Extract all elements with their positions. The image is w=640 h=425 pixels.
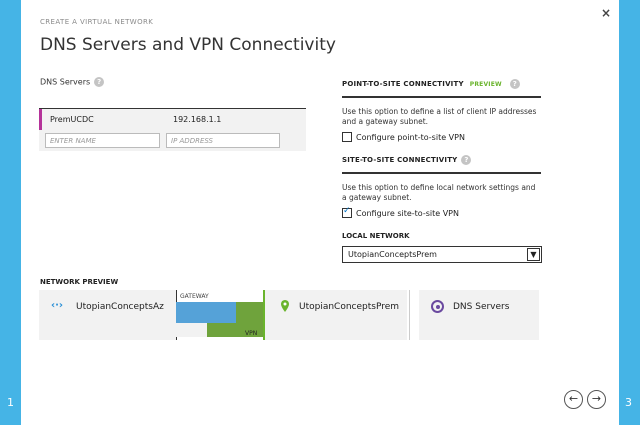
dns-servers-label: DNS Servers? bbox=[40, 77, 105, 87]
vpn-bar-lower bbox=[207, 323, 236, 337]
dns-icon bbox=[431, 300, 444, 313]
gateway-label: GATEWAY bbox=[180, 293, 209, 300]
local-network-label: LOCAL NETWORK bbox=[342, 232, 410, 240]
help-icon[interactable]: ? bbox=[461, 155, 472, 165]
next-button[interactable]: → bbox=[587, 390, 606, 409]
site-to-site-section: SITE-TO-SITE CONNECTIVITY? Use this opti… bbox=[342, 155, 541, 218]
dns-servers-tile: DNS Servers bbox=[419, 290, 539, 340]
location-pin-icon bbox=[281, 300, 289, 312]
close-icon[interactable]: × bbox=[600, 6, 611, 20]
point-to-site-checkbox[interactable] bbox=[342, 132, 352, 142]
point-to-site-checkbox-label: Configure point-to-site VPN bbox=[356, 132, 465, 142]
local-network-tile: UtopianConceptsPrem bbox=[263, 290, 407, 340]
azure-network-name: UtopianConceptsAz bbox=[76, 302, 164, 312]
site-to-site-heading-text: SITE-TO-SITE CONNECTIVITY bbox=[342, 156, 458, 164]
vpn-label: VPN bbox=[245, 330, 258, 337]
step-number-left: 1 bbox=[7, 396, 14, 409]
back-button[interactable]: ← bbox=[564, 390, 583, 409]
table-row[interactable]: PremUCDC 192.168.1.1 bbox=[39, 109, 306, 130]
virtual-network-icon: ‹·› bbox=[51, 300, 64, 311]
site-to-site-checkbox-row[interactable]: Configure site-to-site VPN bbox=[342, 206, 541, 218]
local-network-name: UtopianConceptsPrem bbox=[299, 302, 400, 312]
local-network-selected: UtopianConceptsPrem bbox=[348, 250, 437, 259]
page-title: DNS Servers and VPN Connectivity bbox=[40, 35, 336, 55]
table-row-new: ENTER NAME IP ADDRESS bbox=[39, 130, 306, 151]
help-icon[interactable]: ? bbox=[509, 79, 520, 89]
help-icon[interactable]: ? bbox=[94, 77, 105, 87]
preview-badge: PREVIEW bbox=[469, 81, 502, 88]
wizard-side-right: 3 bbox=[619, 0, 640, 425]
dns-ip-cell: 192.168.1.1 bbox=[173, 115, 222, 124]
wizard-side-left: 1 bbox=[0, 0, 21, 425]
dns-ip-input[interactable]: IP ADDRESS bbox=[166, 133, 280, 148]
wizard-header: CREATE A VIRTUAL NETWORK bbox=[40, 18, 154, 26]
site-to-site-description: Use this option to define local network … bbox=[342, 183, 536, 202]
site-to-site-heading: SITE-TO-SITE CONNECTIVITY? bbox=[342, 155, 541, 174]
preview-separator bbox=[409, 290, 410, 340]
dns-name-input[interactable]: ENTER NAME bbox=[45, 133, 160, 148]
dns-servers-tile-label: DNS Servers bbox=[453, 302, 510, 312]
azure-network-tile: ‹·› UtopianConceptsAz bbox=[39, 290, 176, 340]
point-to-site-heading: POINT-TO-SITE CONNECTIVITY PREVIEW? bbox=[342, 79, 541, 98]
wizard-dialog: × CREATE A VIRTUAL NETWORK DNS Servers a… bbox=[21, 0, 619, 425]
dns-servers-table: PremUCDC 192.168.1.1 ENTER NAME IP ADDRE… bbox=[39, 108, 306, 151]
chevron-down-icon[interactable]: ▼ bbox=[527, 248, 540, 261]
point-to-site-description: Use this option to define a list of clie… bbox=[342, 107, 537, 126]
point-to-site-heading-text: POINT-TO-SITE CONNECTIVITY bbox=[342, 80, 464, 88]
dns-servers-label-text: DNS Servers bbox=[40, 77, 91, 87]
local-network-select[interactable]: UtopianConceptsPrem ▼ bbox=[342, 246, 542, 263]
vpn-bar bbox=[236, 302, 263, 337]
gateway-bar bbox=[176, 302, 236, 323]
dns-name-cell: PremUCDC bbox=[50, 115, 94, 124]
point-to-site-section: POINT-TO-SITE CONNECTIVITY PREVIEW? Use t… bbox=[342, 79, 541, 142]
gateway-gap bbox=[176, 323, 207, 337]
site-to-site-checkbox[interactable] bbox=[342, 206, 352, 218]
site-to-site-checkbox-label: Configure site-to-site VPN bbox=[356, 208, 459, 218]
point-to-site-checkbox-row[interactable]: Configure point-to-site VPN bbox=[342, 132, 541, 142]
step-number-right: 3 bbox=[625, 396, 632, 409]
network-preview-label: NETWORK PREVIEW bbox=[40, 278, 119, 286]
